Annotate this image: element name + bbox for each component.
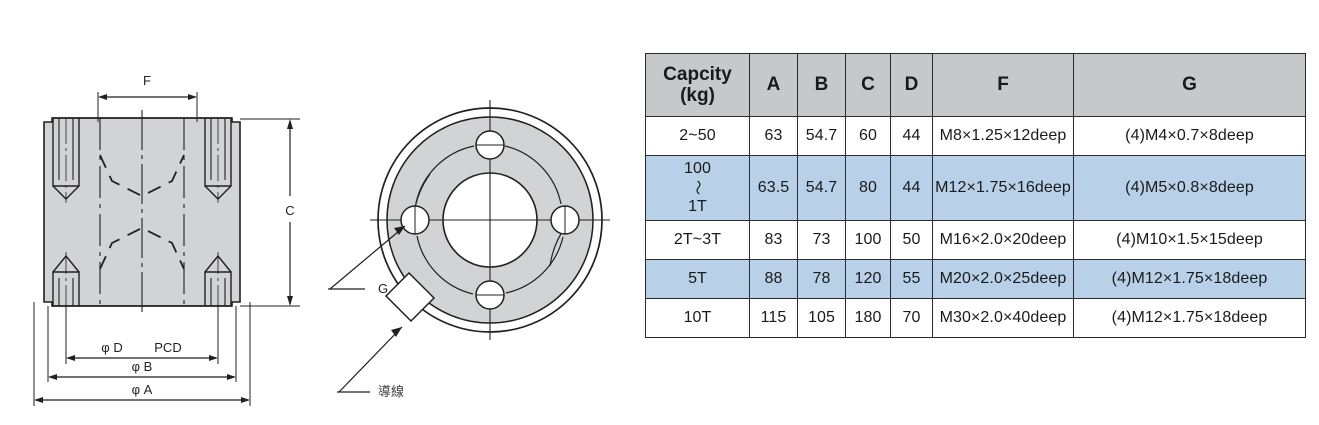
threaded-hole-top-left xyxy=(52,118,80,203)
capacity-line: 1T xyxy=(688,197,707,215)
cell-g: (4)M10×1.5×15deep xyxy=(1073,220,1306,261)
cell-f: M16×2.0×20deep xyxy=(932,220,1074,261)
cell-capacity: 5T xyxy=(645,259,750,300)
cell-c: 100 xyxy=(845,220,891,261)
callout-g-leader xyxy=(328,225,406,290)
cell-a: 63.5 xyxy=(749,154,798,222)
table-header: Capcity (kg) A B C D F G xyxy=(645,53,1306,117)
dimension-phi-a-label: φ A xyxy=(132,382,153,397)
cell-c: 120 xyxy=(845,259,891,300)
cell-b: 54.7 xyxy=(797,116,846,156)
table-header-row: Capcity (kg) A B C D F G xyxy=(645,53,1306,117)
callout-cable-leader xyxy=(337,326,403,393)
cell-f: M8×1.25×12deep xyxy=(932,116,1074,156)
cell-c: 60 xyxy=(845,116,891,156)
cell-a: 88 xyxy=(749,259,798,300)
dimension-phi-a xyxy=(33,302,251,406)
dimension-f xyxy=(97,92,198,122)
column-header-d: D xyxy=(890,53,933,117)
threaded-hole-bottom-right xyxy=(204,252,232,306)
internal-construction-lines xyxy=(99,110,185,314)
cell-g: (4)M4×0.7×8deep xyxy=(1073,116,1306,156)
cell-g: (4)M12×1.75×18deep xyxy=(1073,298,1306,339)
column-header-c: C xyxy=(845,53,891,117)
threaded-hole-top-right xyxy=(204,118,232,203)
cell-d: 55 xyxy=(890,259,933,300)
dimension-phi-b-label: φ B xyxy=(132,359,153,374)
column-header-g: G xyxy=(1073,53,1306,117)
cell-f: M12×1.75×16deep xyxy=(932,154,1074,222)
top-plan-view: G 導線 xyxy=(328,100,610,400)
cell-d: 70 xyxy=(890,298,933,339)
cell-b: 73 xyxy=(797,220,846,261)
dimension-phi-d xyxy=(65,306,219,364)
dimension-pcd-label: PCD xyxy=(154,340,181,355)
column-header-a: A xyxy=(749,53,798,117)
capacity-line: 100 xyxy=(684,160,711,177)
cell-g: (4)M5×0.8×8deep xyxy=(1073,154,1306,222)
engineering-drawing: F C φ D PCD xyxy=(0,0,630,425)
drawing-canvas: F C φ D PCD xyxy=(33,73,610,406)
cell-capacity: 10T xyxy=(645,298,750,339)
cell-a: 83 xyxy=(749,220,798,261)
cell-d: 50 xyxy=(890,220,933,261)
cell-a: 115 xyxy=(749,298,798,339)
threaded-hole-bottom-left xyxy=(52,252,80,306)
cell-d: 44 xyxy=(890,116,933,156)
column-header-capacity-line2: (kg) xyxy=(680,85,715,106)
cell-b: 54.7 xyxy=(797,154,846,222)
cell-capacity: 2~50 xyxy=(645,116,750,156)
dimension-c-label: C xyxy=(285,203,294,218)
dimension-phi-d-label: φ D xyxy=(101,340,122,355)
column-header-capacity-line1: Capcity xyxy=(663,63,732,85)
body-annulus xyxy=(386,117,593,323)
capacity-line: 〜 xyxy=(689,180,707,196)
column-header-capacity: Capcity (kg) xyxy=(645,53,750,117)
callout-cable-label: 導線 xyxy=(378,384,404,400)
cell-g: (4)M12×1.75×18deep xyxy=(1073,259,1306,300)
cell-capacity: 2T~3T xyxy=(645,220,750,261)
cell-capacity: 100 〜1T xyxy=(645,154,750,222)
cell-d: 44 xyxy=(890,154,933,222)
cell-c: 80 xyxy=(845,154,891,222)
callout-g-label: G xyxy=(378,281,388,296)
front-section-view: F C φ D PCD xyxy=(33,73,300,406)
cable-connector-block xyxy=(384,271,436,323)
cell-b: 78 xyxy=(797,259,846,300)
dimension-phi-b xyxy=(47,306,237,382)
dimension-f-label: F xyxy=(143,73,151,88)
cell-a: 63 xyxy=(749,116,798,156)
cell-c: 180 xyxy=(845,298,891,339)
column-header-b: B xyxy=(797,53,846,117)
cell-b: 105 xyxy=(797,298,846,339)
column-header-f: F xyxy=(932,53,1074,117)
bolt-hole-center-marks xyxy=(414,144,566,296)
cell-f: M30×2.0×40deep xyxy=(932,298,1074,339)
cell-f: M20×2.0×25deep xyxy=(932,259,1074,300)
